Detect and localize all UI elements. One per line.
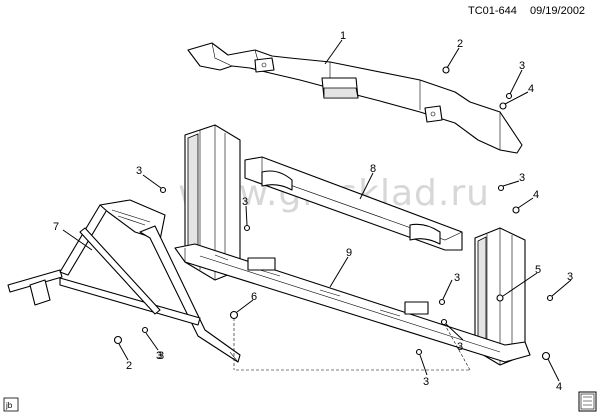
part-8-baffle [244, 156, 463, 251]
callout-3: 3 [136, 165, 142, 177]
callout-3: 3 [242, 196, 248, 208]
doc-date: 09/19/2002 [530, 5, 585, 17]
bolt-3e [438, 298, 446, 306]
part-1-upper-support [187, 42, 523, 154]
callout-3: 3 [156, 350, 162, 362]
callout-2: 2 [126, 360, 132, 372]
callout-7: 7 [53, 221, 59, 233]
callout-3: 3 [567, 271, 573, 283]
callouts: 1 2 3 4 3 8 3 3 4 7 3 9 5 3 3 6 3 2 3 3 … [53, 30, 573, 393]
part-9-lower-tie-bar [174, 243, 531, 363]
bolt-3i [415, 348, 423, 356]
bolt-2a [442, 66, 450, 74]
leader-lines [62, 39, 572, 382]
corner-badge-left: jb [3, 397, 19, 412]
callout-2: 2 [457, 38, 463, 50]
fasteners [113, 66, 554, 361]
callout-4: 4 [556, 381, 562, 393]
bolt-5 [496, 294, 504, 302]
callout-3: 3 [457, 341, 463, 353]
callout-3: 3 [519, 172, 525, 184]
bolt-3d [497, 184, 505, 192]
bolt-4a [499, 102, 507, 110]
callout-4: 4 [528, 83, 534, 95]
callout-5: 5 [535, 264, 541, 276]
doc-id: TC01-644 [468, 5, 517, 17]
bolt-3b [159, 186, 167, 194]
callout-3: 3 [423, 376, 429, 388]
callout-3: 3 [519, 60, 525, 72]
bolt-3g [440, 318, 448, 326]
bolt-3a [505, 92, 513, 100]
svg-text:jb: jb [5, 401, 13, 410]
gm-logo [578, 391, 597, 412]
bolt-3c [243, 224, 251, 232]
callout-4: 4 [533, 189, 539, 201]
part-7-side-brace [7, 199, 241, 363]
bolt-2b [113, 335, 123, 345]
bolt-3h [141, 326, 149, 334]
alignment-lines [233, 318, 471, 371]
callout-8: 8 [370, 163, 376, 175]
callout-6: 6 [251, 291, 257, 303]
bolt-4b [512, 206, 520, 214]
bolt-6 [229, 310, 239, 320]
callout-9: 9 [346, 247, 352, 259]
bolt-3f [546, 294, 554, 302]
callout-3: 3 [158, 350, 164, 362]
callout-3: 3 [454, 272, 460, 284]
callout-1: 1 [340, 30, 346, 42]
bolt-4c [541, 351, 551, 361]
